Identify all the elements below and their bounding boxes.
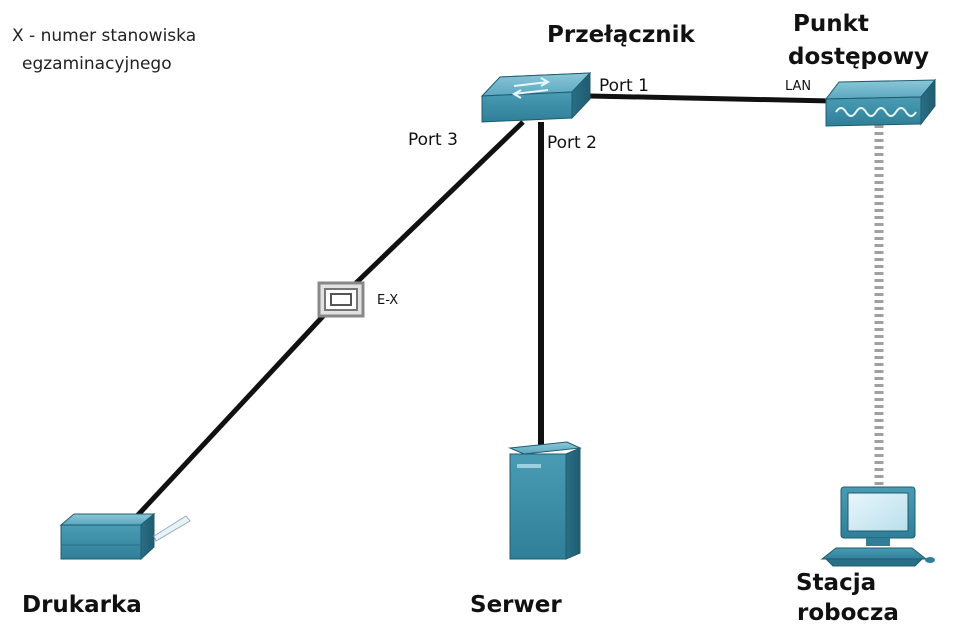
workstation-label-line-1: Stacja: [796, 570, 876, 596]
wall-outlet-icon: [317, 281, 365, 318]
access-point-label-line-2: dostępowy: [788, 44, 929, 70]
switch-label: Przełącznik: [547, 22, 696, 48]
cable-outlet-to-printer: [135, 311, 328, 518]
port-2-label: Port 2: [547, 133, 597, 153]
port-3-label: Port 3: [408, 130, 458, 150]
printer-label: Drukarka: [22, 592, 142, 618]
workstation-label-line-2: robocza: [797, 600, 899, 626]
cable-switch-to-access-point: [589, 93, 833, 104]
printer-icon[interactable]: [59, 512, 191, 561]
switch-icon[interactable]: [480, 71, 592, 123]
note-line-2: egzaminacyjnego: [22, 54, 172, 74]
outlet-label: E-X: [377, 293, 398, 308]
cable-switch-to-outlet: [354, 120, 525, 285]
port-1-label: Port 1: [599, 76, 649, 96]
note-line-1: X - numer stanowiska: [12, 26, 196, 46]
workstation-icon[interactable]: [820, 486, 935, 567]
access-point-label-line-1: Punkt: [793, 11, 869, 37]
server-label: Serwer: [470, 592, 562, 618]
access-point-icon[interactable]: [824, 78, 937, 127]
server-icon[interactable]: [508, 441, 582, 560]
lan-port-label: LAN: [785, 79, 811, 94]
